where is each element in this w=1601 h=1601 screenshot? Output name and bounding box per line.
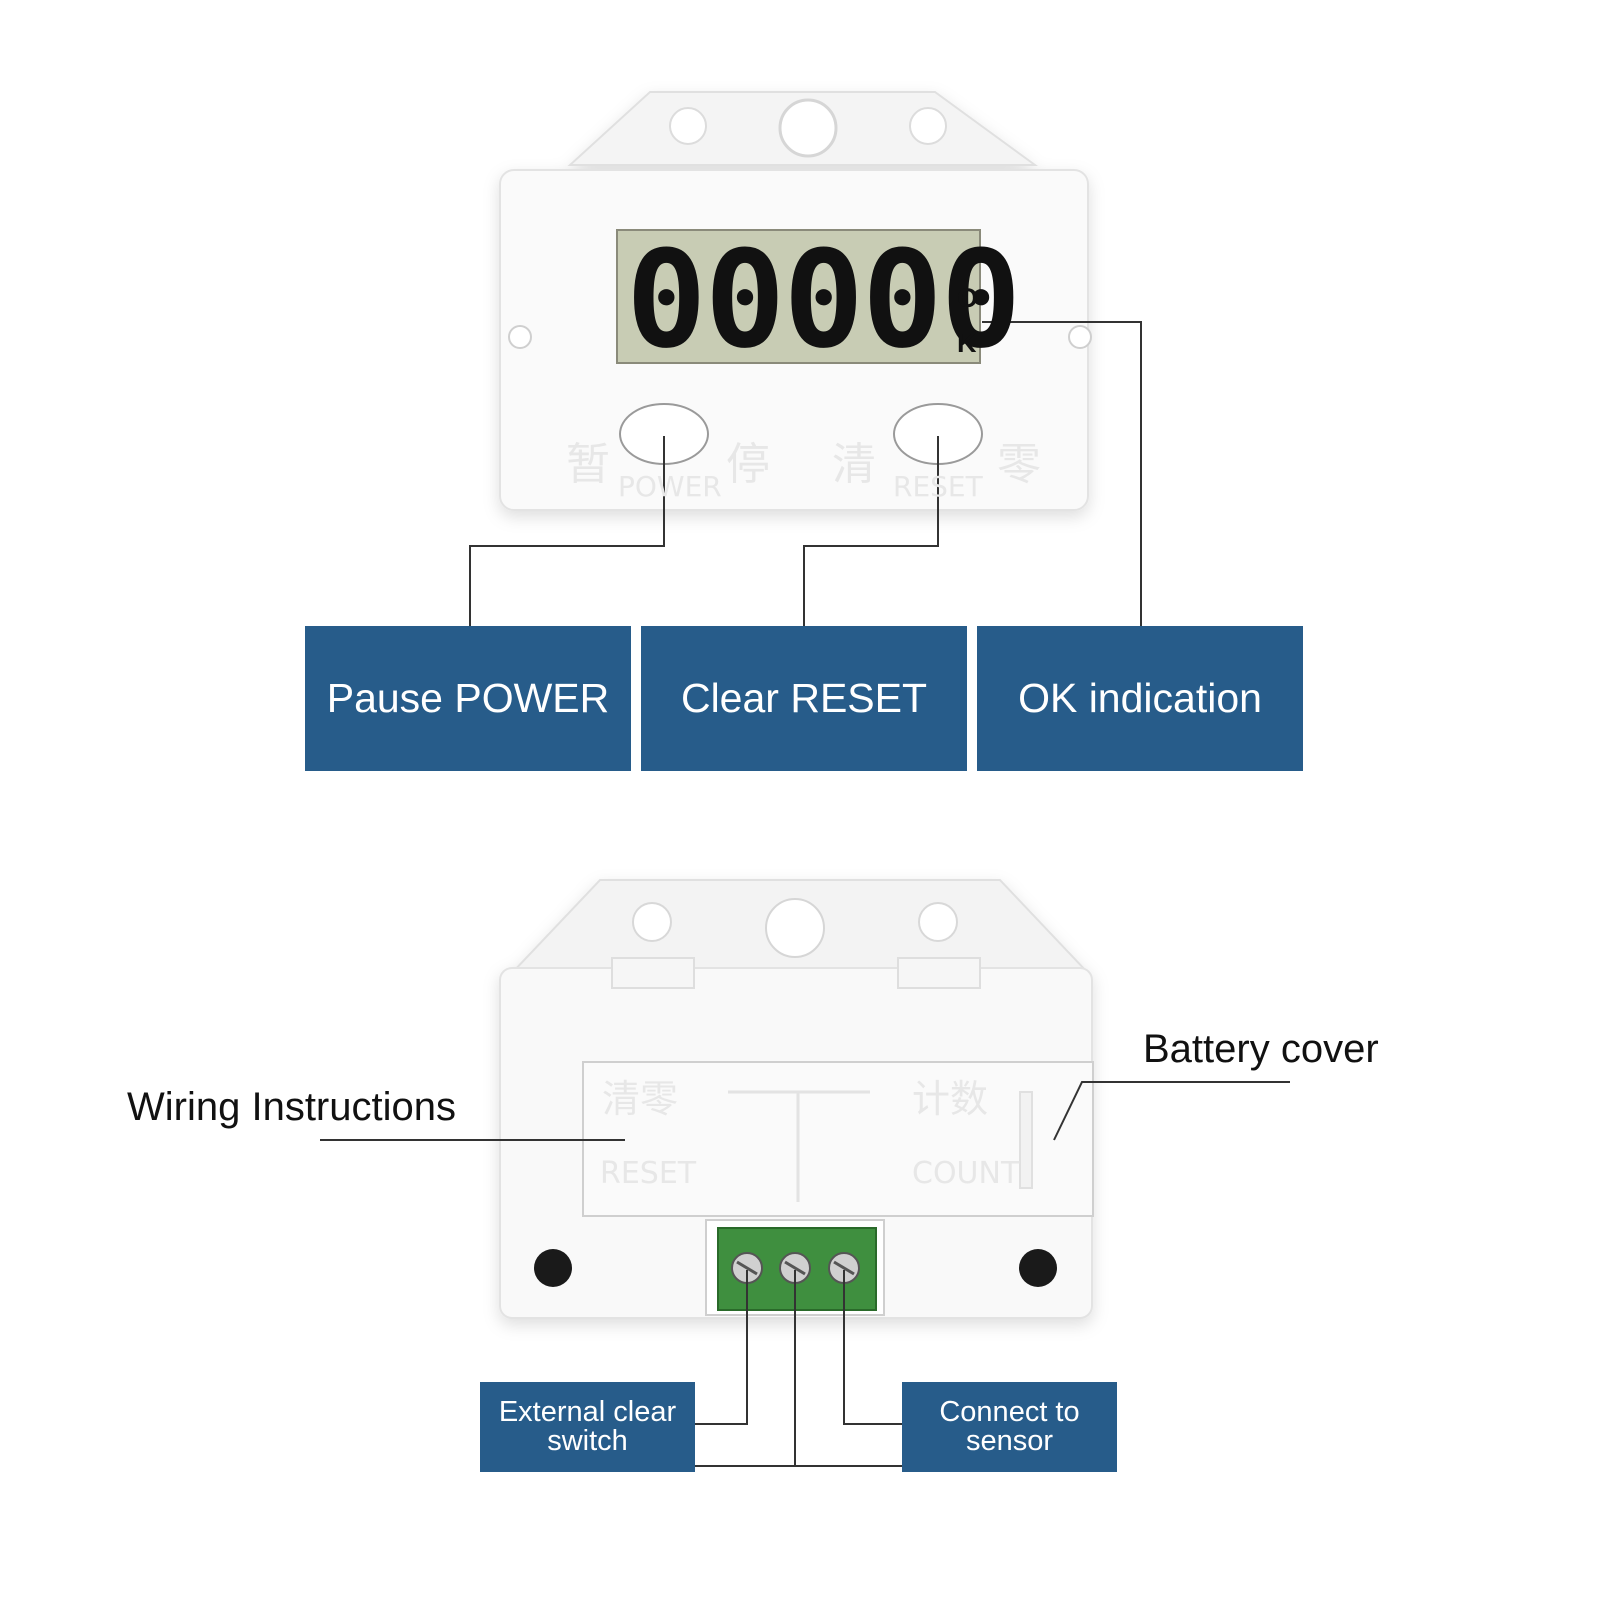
- front-char-1: 暂: [566, 439, 610, 490]
- leader-external-clear: [695, 1270, 748, 1425]
- leader-sensor: [843, 1270, 902, 1425]
- leader-battery: [1053, 1081, 1290, 1141]
- cover-text-bottom-left: RESET: [600, 1156, 697, 1191]
- leader-lines: [320, 321, 1290, 1467]
- lcd-indicator-o: O: [957, 283, 979, 313]
- terminal-screw-slot-2: [784, 1260, 806, 1276]
- back-tab-left: [611, 957, 695, 989]
- front-hole-right: [909, 107, 947, 145]
- back-screw-hole-left: [534, 1249, 572, 1287]
- lcd-screen: [616, 229, 981, 364]
- leader-reset: [803, 436, 939, 626]
- battery-cover-panel: [582, 1061, 1094, 1217]
- lcd-digits: 00000: [626, 222, 1021, 378]
- terminal-screw-slot-1: [736, 1260, 758, 1276]
- battery-cover-latch: [1019, 1091, 1033, 1189]
- label-clear-reset: Clear RESET: [641, 626, 967, 771]
- reset-button-caption: RESET: [893, 470, 983, 503]
- label-connect-to-sensor: Connect to sensor: [902, 1382, 1117, 1472]
- power-button-caption: POWER: [618, 470, 722, 503]
- back-screw-hole-right: [1019, 1249, 1057, 1287]
- cover-text-bottom-right: COUNT: [912, 1156, 1020, 1191]
- back-hole-left: [632, 902, 672, 942]
- terminal-screw-slot-3: [833, 1260, 855, 1276]
- label-external-clear-line1: External clear: [498, 1396, 677, 1428]
- label-external-clear-line2: switch: [547, 1425, 628, 1457]
- front-char-3: 清: [832, 439, 876, 490]
- label-ok-indication: OK indication: [977, 626, 1303, 771]
- cover-text-top-right: 计数: [912, 1077, 989, 1121]
- front-hole-left: [669, 107, 707, 145]
- leader-ok: [982, 321, 1142, 626]
- label-pause-power: Pause POWER: [305, 626, 631, 771]
- front-side-hole-right: [1068, 325, 1092, 349]
- label-connect-sensor-line1: Connect to: [939, 1396, 1080, 1428]
- front-char-2: 停: [726, 439, 770, 490]
- label-wiring-instructions: Wiring Instructions: [127, 1085, 456, 1129]
- lcd-indicator-k: K: [957, 328, 977, 358]
- leader-power: [469, 436, 665, 626]
- front-side-hole-left: [508, 325, 532, 349]
- label-connect-sensor-line2: sensor: [965, 1425, 1054, 1457]
- back-hole-center: [765, 898, 825, 958]
- cover-text-top-left: 清零: [602, 1077, 679, 1121]
- front-hole-center: [778, 98, 838, 158]
- label-external-clear-switch: External clear switch: [480, 1382, 695, 1472]
- label-battery-cover: Battery cover: [1143, 1027, 1379, 1071]
- front-char-4: 零: [997, 439, 1041, 490]
- back-hole-right: [918, 902, 958, 942]
- back-tab-right: [897, 957, 981, 989]
